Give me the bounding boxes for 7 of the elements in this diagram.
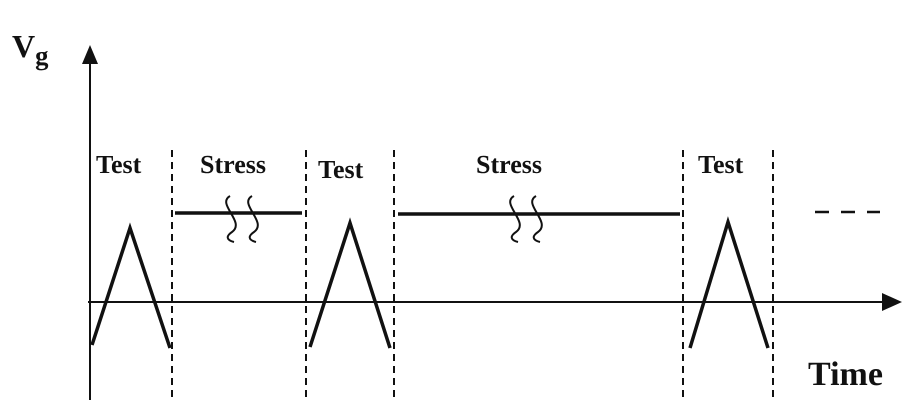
phase-label: Test xyxy=(318,157,364,183)
phase-label: Stress xyxy=(476,152,542,178)
phase-label: Stress xyxy=(200,152,266,178)
phase-label: Test xyxy=(698,152,744,178)
phase-label: Test xyxy=(96,152,142,178)
axis-label: V$_{g}$ xyxy=(12,30,48,70)
axis-label: Time xyxy=(808,358,883,392)
